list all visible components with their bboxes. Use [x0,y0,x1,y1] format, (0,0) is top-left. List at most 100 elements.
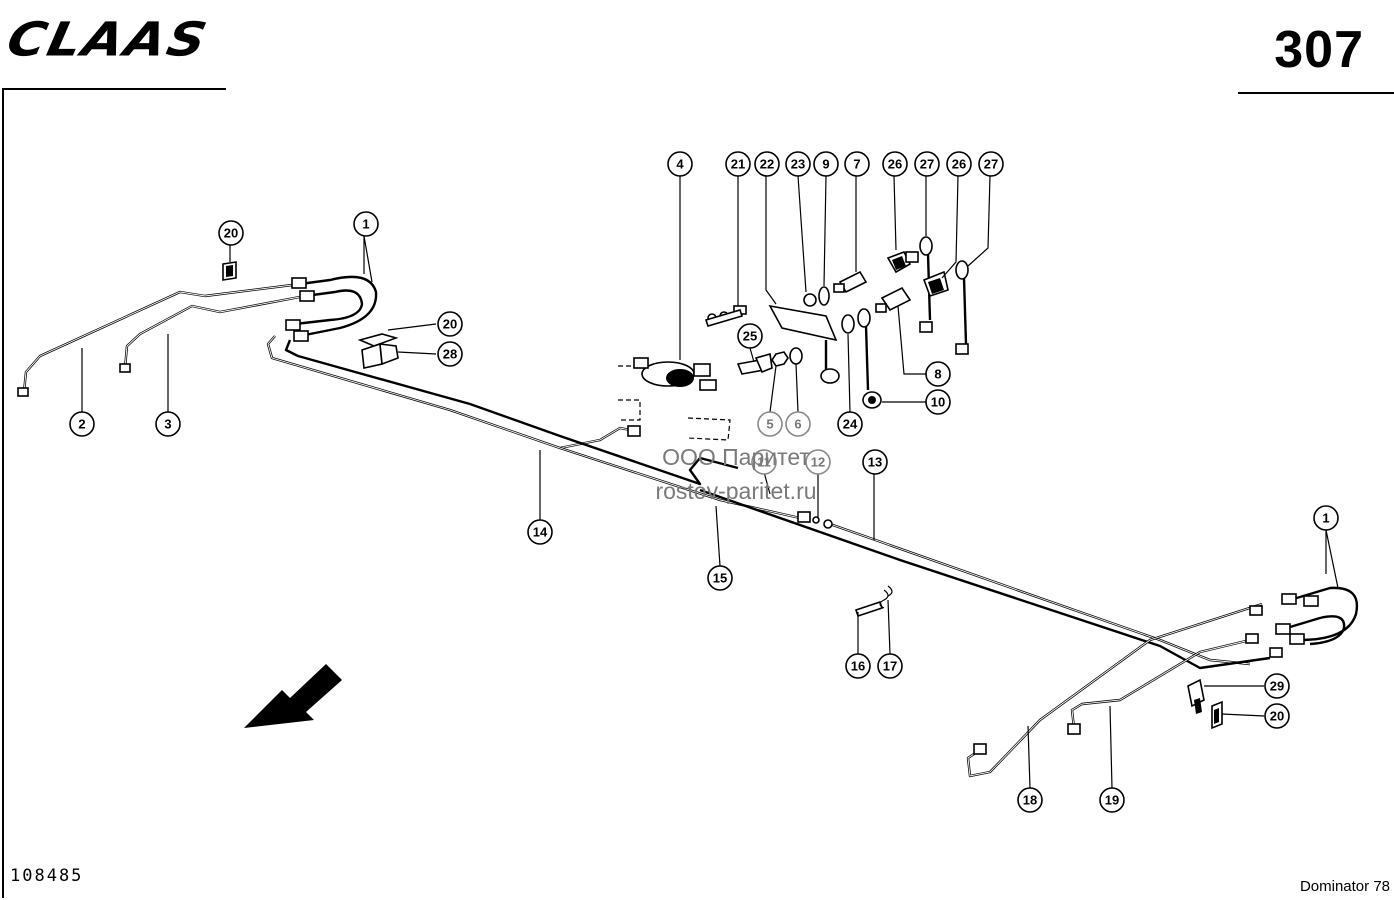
svg-text:15: 15 [713,571,727,586]
svg-text:9: 9 [822,157,829,172]
clamp-20-left [222,261,237,281]
svg-text:7: 7 [853,157,860,172]
callout-26-right: 26 [946,151,972,177]
svg-text:27: 27 [920,157,934,172]
svg-text:20: 20 [1270,709,1284,724]
svg-text:21: 21 [731,157,745,172]
svg-text:17: 17 [883,659,897,674]
callout-20-right: 20 [1264,703,1290,729]
callout-12: 12 [805,449,831,475]
callout-15: 15 [707,565,733,591]
watermark-company: ООО Паритет [662,444,810,470]
header-rule-left [2,88,226,90]
clamp-20-right [1211,700,1223,730]
pipe-3 [119,294,306,373]
svg-text:2: 2 [78,417,85,432]
callout-27-right: 27 [978,151,1004,177]
bolt-16-17 [854,585,893,618]
svg-text:8: 8 [934,367,941,382]
callout-2: 2 [69,411,95,437]
valve-4 [618,305,747,441]
callout-13: 13 [862,449,888,475]
svg-text:20: 20 [224,226,238,241]
svg-text:20: 20 [443,317,457,332]
pipe-14 [266,335,641,450]
pipe-2 [17,282,301,397]
callout-5: 5 [757,411,783,437]
pipe-15 [469,402,811,523]
svg-text:1: 1 [362,217,369,232]
hose-1-right [1245,586,1359,658]
svg-text:24: 24 [843,417,858,432]
callout-11: 11 [751,449,777,475]
callout-1-right: 1 [1313,505,1339,531]
clamp-20-28-left [357,333,399,369]
watermark: ООО Паритет rostov-paritet.ru [606,440,866,508]
callout-26-left: 26 [882,151,908,177]
union-26 [886,250,919,274]
svg-text:10: 10 [931,395,945,410]
callout-18: 18 [1017,787,1043,813]
pipe-27-right [955,260,969,355]
direction-arrow [244,664,342,728]
svg-text:18: 18 [1023,793,1037,808]
frame-border-left [2,88,4,898]
header-rule-right [1238,92,1394,94]
callout-28: 28 [437,341,463,367]
svg-text:25: 25 [743,329,757,344]
svg-text:23: 23 [791,157,805,172]
callout-22: 22 [754,151,780,177]
svg-text:5: 5 [766,417,773,432]
model-name: Dominator 78 [1299,878,1390,895]
svg-text:6: 6 [794,417,801,432]
callout-19: 19 [1099,787,1125,813]
callout-14: 14 [527,519,553,545]
nut-5-washer-6 [771,347,803,367]
svg-text:14: 14 [533,525,548,540]
callout-10: 10 [925,389,951,415]
callout-27-left: 27 [914,151,940,177]
callout-20-mid-left: 20 [437,311,463,337]
svg-text:28: 28 [443,347,457,362]
hose-1-left [285,275,378,342]
watermark-site: rostov-paritet.ru [655,478,817,504]
svg-text:29: 29 [1270,679,1284,694]
svg-text:1: 1 [1322,511,1329,526]
callout-6: 6 [785,411,811,437]
callout-4: 4 [667,151,693,177]
svg-text:19: 19 [1105,793,1119,808]
callout-25: 25 [737,323,763,349]
connector-8 [875,286,912,313]
svg-text:3: 3 [164,417,171,432]
svg-text:26: 26 [952,157,966,172]
leader-lines [81,175,1339,789]
callout-20-top-left: 20 [218,220,244,246]
svg-text:22: 22 [760,157,774,172]
connector-7 [833,270,868,294]
pipe-18 [966,602,1263,778]
svg-text:12: 12 [811,455,825,470]
document-number: 108485 [10,866,84,886]
svg-text:13: 13 [868,455,882,470]
pipe-19 [1067,638,1251,735]
bolt-21 [704,309,744,327]
callout-1-left: 1 [353,211,379,237]
svg-text:27: 27 [984,157,998,172]
clamp-29 [1187,678,1205,714]
callout-7: 7 [844,151,870,177]
callout-17: 17 [877,653,903,679]
fitting-25 [736,352,773,375]
pipe-27-left [919,236,949,333]
svg-text:26: 26 [888,157,902,172]
callout-21: 21 [725,151,751,177]
bracket-22 [768,286,855,384]
svg-text:16: 16 [851,659,865,674]
pipe-13 [699,488,1271,670]
svg-text:11: 11 [757,455,771,470]
callout-29: 29 [1264,673,1290,699]
callout-8: 8 [925,361,951,387]
callout-3: 3 [155,411,181,437]
callout-24: 24 [837,411,863,437]
